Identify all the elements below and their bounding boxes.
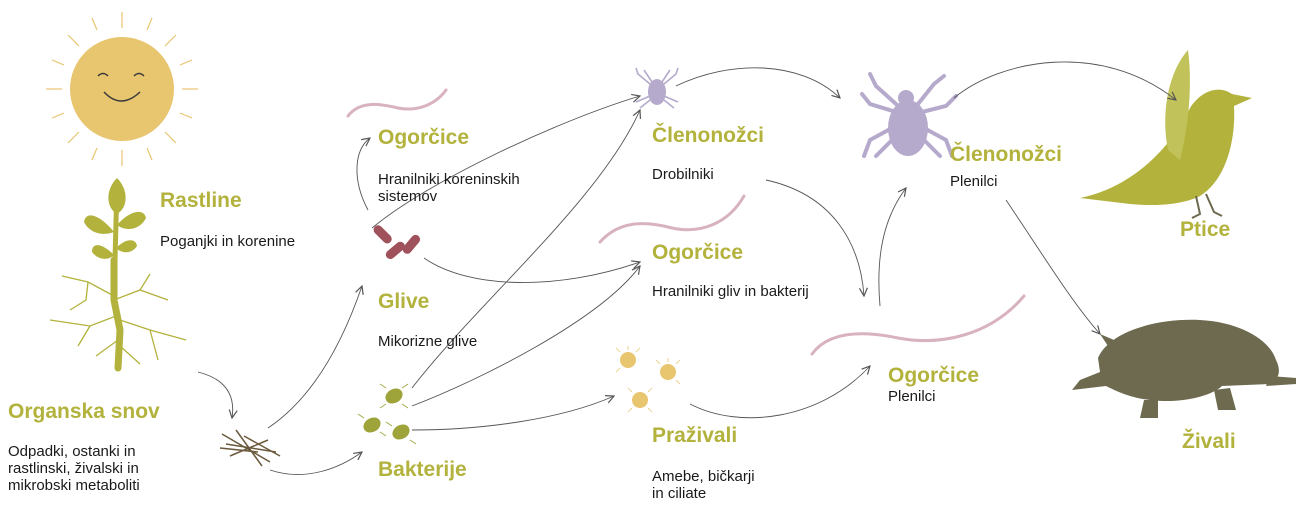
nematode-root-icon <box>348 90 446 116</box>
animals-title: Živali <box>1182 430 1236 454</box>
protozoa-description-line-2: in ciliate <box>652 485 706 502</box>
arthropods-shredders-description: Drobilniki <box>652 166 714 183</box>
arthropods-predators-title: Členonožci <box>950 143 1062 167</box>
fungi-description: Mikorizne glive <box>378 333 477 350</box>
arthropods-predators-description: Plenilci <box>950 173 998 190</box>
organic-matter-description-line-3: mikrobski metaboliti <box>8 477 140 494</box>
nematodes-fungal-title: Ogorčice <box>652 241 743 265</box>
nematodes-predators-title: Ogorčice <box>888 364 979 388</box>
fungi-icon <box>372 223 422 261</box>
organic-matter-title: Organska snov <box>8 400 160 424</box>
arthropod-shredder-icon <box>636 68 678 108</box>
plants-title: Rastline <box>160 189 242 213</box>
organic-matter-description-line-2: rastlinski, živalski in <box>8 460 139 477</box>
nematodes-root-description-line-2: sistemov <box>378 188 437 205</box>
arthropods-shredders-title: Členonožci <box>652 124 764 148</box>
protozoa-icon <box>616 346 680 412</box>
protozoa-title: Praživali <box>652 424 737 448</box>
nematodes-fungal-description: Hranilniki gliv in bakterij <box>652 283 809 300</box>
sun-icon <box>46 12 198 166</box>
bacteria-title: Bakterije <box>378 458 467 482</box>
nematodes-root-description-line-1: Hranilniki koreninskih <box>378 171 520 188</box>
organic-matter-description-line-1: Odpadki, ostanki in <box>8 443 136 460</box>
nematode-fungal-icon <box>600 196 744 242</box>
bird-icon <box>1080 50 1252 218</box>
protozoa-description-line-1: Amebe, bičkarji <box>652 468 755 485</box>
arthropod-predator-icon <box>862 74 956 156</box>
fungi-title: Glive <box>378 290 429 314</box>
birds-title: Ptice <box>1180 218 1230 242</box>
nematode-predator-icon <box>812 296 1024 354</box>
organic-matter-icon <box>220 430 280 466</box>
nematodes-predators-description: Plenilci <box>888 388 936 405</box>
nematodes-root-title: Ogorčice <box>378 126 469 150</box>
bacteria-icon <box>358 384 416 444</box>
mammal-icon <box>1072 320 1296 418</box>
plants-description: Poganjki in korenine <box>160 233 295 250</box>
